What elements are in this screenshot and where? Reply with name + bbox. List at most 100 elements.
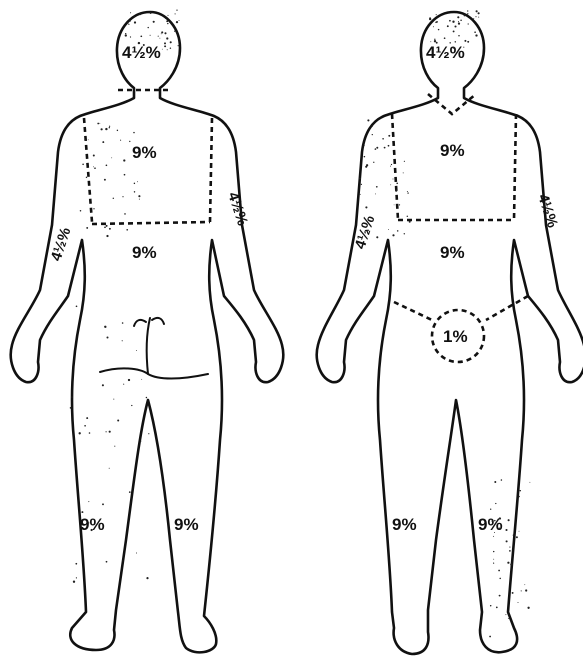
speck	[104, 179, 106, 181]
speck	[176, 21, 178, 23]
speck	[94, 167, 96, 169]
speck	[91, 529, 93, 531]
speck	[109, 126, 110, 127]
speck	[360, 194, 361, 195]
speck	[433, 26, 434, 27]
speck	[375, 193, 376, 194]
speck	[84, 425, 86, 427]
speck	[73, 581, 75, 583]
speck	[392, 234, 394, 236]
speck	[473, 18, 474, 19]
speck	[518, 602, 519, 603]
front-view-figure: 4½% 9% 9% 1% 4½% 4½% 9% 9%	[317, 12, 583, 654]
speck	[86, 177, 87, 178]
speck	[159, 38, 160, 39]
speck	[436, 21, 438, 23]
speck	[388, 229, 389, 230]
speck	[467, 41, 469, 43]
speck	[376, 236, 378, 238]
speck	[167, 23, 168, 24]
speck	[468, 23, 469, 24]
speck	[521, 590, 522, 591]
speck	[404, 161, 405, 162]
speck	[93, 154, 95, 156]
speck	[463, 47, 464, 48]
speck	[505, 614, 506, 615]
back-right-arm-label: 4½%	[224, 190, 251, 228]
speck	[141, 379, 142, 380]
front-lower-trunk-label: 9%	[440, 243, 465, 262]
speck	[498, 527, 499, 528]
speck	[390, 184, 391, 185]
speck	[82, 164, 84, 166]
speck	[150, 12, 152, 14]
speck	[117, 419, 119, 421]
speck	[109, 431, 111, 433]
speck	[86, 227, 88, 229]
speck	[407, 191, 408, 192]
speck	[455, 41, 456, 42]
scan-speckle-texture	[70, 9, 531, 637]
speck	[490, 605, 491, 606]
speck	[105, 128, 107, 130]
speck	[88, 522, 89, 523]
speck	[125, 34, 127, 36]
speck	[365, 206, 367, 208]
speck	[513, 534, 515, 536]
speck	[494, 520, 496, 522]
speck	[498, 570, 500, 572]
front-head-label: 4½%	[426, 43, 465, 62]
speck	[464, 40, 466, 42]
speck	[495, 503, 496, 504]
speck	[388, 135, 390, 137]
speck	[111, 157, 112, 158]
speck	[129, 491, 131, 493]
speck	[170, 47, 171, 48]
speck	[509, 547, 510, 548]
speck	[174, 31, 175, 32]
speck	[105, 431, 106, 432]
front-left-groin-divider	[394, 302, 432, 320]
front-right-arm-label: 4½%	[534, 192, 561, 230]
speck	[106, 225, 108, 227]
speck	[164, 45, 166, 47]
speck	[359, 178, 361, 180]
speck	[167, 49, 168, 50]
speck	[97, 123, 99, 125]
speck	[166, 37, 168, 39]
speck	[134, 183, 135, 184]
speck	[84, 128, 85, 129]
speck	[136, 552, 137, 553]
speck	[458, 21, 459, 22]
speck	[434, 40, 436, 42]
back-upper-trunk-label: 9%	[132, 143, 157, 162]
speck	[102, 503, 104, 505]
speck	[140, 35, 142, 37]
speck	[88, 139, 89, 140]
speck	[170, 41, 172, 43]
speck	[122, 560, 123, 561]
speck	[127, 22, 129, 24]
speck	[516, 536, 518, 538]
speck	[361, 184, 362, 185]
speck	[501, 479, 503, 481]
speck	[178, 45, 179, 46]
speck	[527, 607, 529, 609]
speck	[148, 433, 149, 434]
speck	[161, 33, 162, 34]
speck	[153, 21, 155, 23]
speck	[138, 195, 140, 197]
speck	[124, 174, 126, 176]
speck	[493, 551, 494, 552]
speck	[139, 13, 141, 15]
speck	[449, 42, 450, 43]
speck	[478, 12, 480, 14]
speck	[376, 186, 378, 188]
speck	[367, 119, 369, 121]
speck	[126, 229, 128, 231]
back-right-shoulder-divider	[210, 118, 212, 222]
speck	[475, 16, 476, 17]
speck	[128, 379, 130, 381]
speck	[134, 191, 135, 192]
speck	[179, 20, 180, 21]
